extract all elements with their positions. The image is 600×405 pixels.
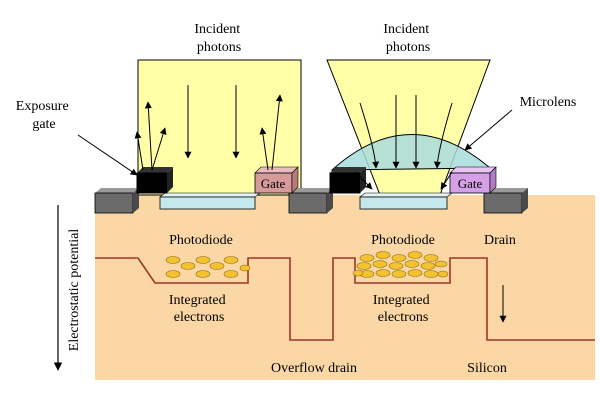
electron bbox=[404, 260, 420, 268]
electron bbox=[375, 269, 391, 277]
electron bbox=[420, 262, 436, 270]
label-incident-right: Incident photons bbox=[383, 22, 432, 55]
electron bbox=[407, 269, 423, 277]
label-incident-left: Incident photons bbox=[194, 22, 243, 55]
label-integrated-right: Integrated electrons bbox=[373, 293, 433, 325]
exposure-gate-blocks bbox=[136, 167, 366, 194]
label-gate-left: Gate bbox=[261, 176, 286, 191]
label-silicon: Silicon bbox=[467, 361, 507, 376]
photodiode-plates bbox=[159, 192, 453, 210]
electron bbox=[195, 270, 211, 278]
gate-right bbox=[449, 166, 497, 194]
electron bbox=[423, 254, 439, 262]
label-exposure-gate: Exposure gate bbox=[16, 99, 72, 132]
label-integrated-left: Integrated electrons bbox=[169, 293, 229, 325]
surface-blocks bbox=[94, 188, 528, 214]
photon-arrows-left bbox=[134, 85, 283, 171]
electron bbox=[391, 254, 407, 262]
label-microlens: Microlens bbox=[520, 95, 577, 110]
label-electrostatic-potential: Electrostatic potential bbox=[67, 229, 82, 352]
electron bbox=[195, 256, 211, 264]
microlens-leader bbox=[464, 109, 513, 151]
electron bbox=[180, 262, 196, 270]
electron bbox=[165, 270, 181, 278]
electron bbox=[391, 270, 407, 278]
electron bbox=[352, 269, 364, 277]
electron bbox=[437, 270, 449, 278]
label-photodiode-right: Photodiode bbox=[371, 233, 435, 248]
electron bbox=[423, 270, 439, 278]
electron bbox=[434, 260, 448, 268]
electron bbox=[375, 251, 391, 259]
electron bbox=[165, 256, 181, 264]
electron bbox=[223, 256, 239, 264]
gate-left bbox=[254, 166, 299, 194]
potential-line bbox=[95, 257, 595, 341]
electron bbox=[223, 270, 239, 278]
microlens bbox=[330, 134, 492, 171]
electron bbox=[356, 262, 372, 270]
electron bbox=[209, 262, 225, 270]
electron bbox=[407, 251, 423, 259]
label-overflow-drain: Overflow drain bbox=[271, 361, 357, 376]
electron bbox=[388, 262, 404, 270]
label-gate-right: Gate bbox=[458, 176, 483, 191]
electrons-right bbox=[352, 251, 449, 278]
electron bbox=[359, 254, 375, 262]
label-photodiode-left: Photodiode bbox=[169, 233, 233, 248]
silicon-substrate bbox=[95, 195, 595, 380]
electrons-left bbox=[165, 256, 251, 278]
electron bbox=[372, 260, 388, 268]
photon-arrows-right bbox=[354, 95, 453, 190]
label-drain: Drain bbox=[484, 233, 516, 248]
electron bbox=[239, 264, 251, 272]
exposure-gate-leader bbox=[77, 134, 138, 176]
